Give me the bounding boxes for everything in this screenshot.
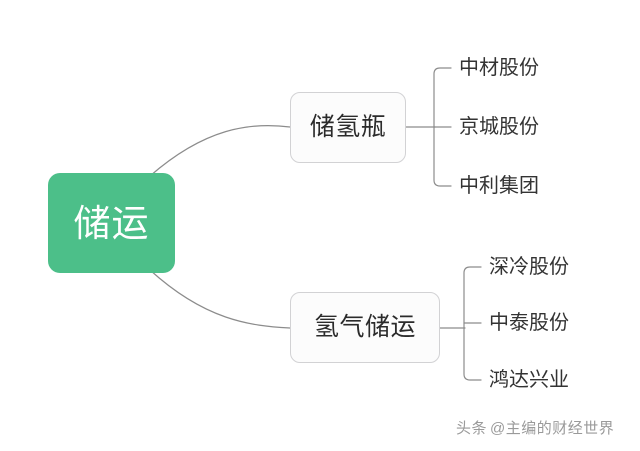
branch-node-2[interactable]: 氢气储运 xyxy=(290,292,440,363)
leaf-node-1-1[interactable]: 中材股份 xyxy=(459,57,539,79)
branch-node-1-label: 储氢瓶 xyxy=(309,113,387,141)
branch-node-2-label: 氢气储运 xyxy=(313,313,416,341)
leaf-node-1-3[interactable]: 中利集团 xyxy=(459,175,539,197)
leaf-node-2-3[interactable]: 鸿达兴业 xyxy=(489,369,569,391)
leaf-node-2-1[interactable]: 深冷股份 xyxy=(489,256,569,278)
branch-node-1[interactable]: 储氢瓶 xyxy=(290,92,406,163)
watermark-handle: @主编的财经世界 xyxy=(490,420,615,437)
leaf-node-2-2[interactable]: 中泰股份 xyxy=(489,312,569,334)
connector-root-to-branch-2 xyxy=(149,269,291,329)
root-node-label: 储运 xyxy=(73,202,150,244)
watermark: 头条@主编的财经世界 xyxy=(456,417,614,438)
watermark-brand: 头条 xyxy=(456,420,488,437)
leaf-node-1-2[interactable]: 京城股份 xyxy=(459,116,539,138)
root-node[interactable]: 储运 xyxy=(48,173,175,273)
connector-root-to-branch-1 xyxy=(149,124,291,177)
connector-branch-1-bracket xyxy=(433,67,452,187)
connector-branch-2-bracket xyxy=(463,266,482,381)
